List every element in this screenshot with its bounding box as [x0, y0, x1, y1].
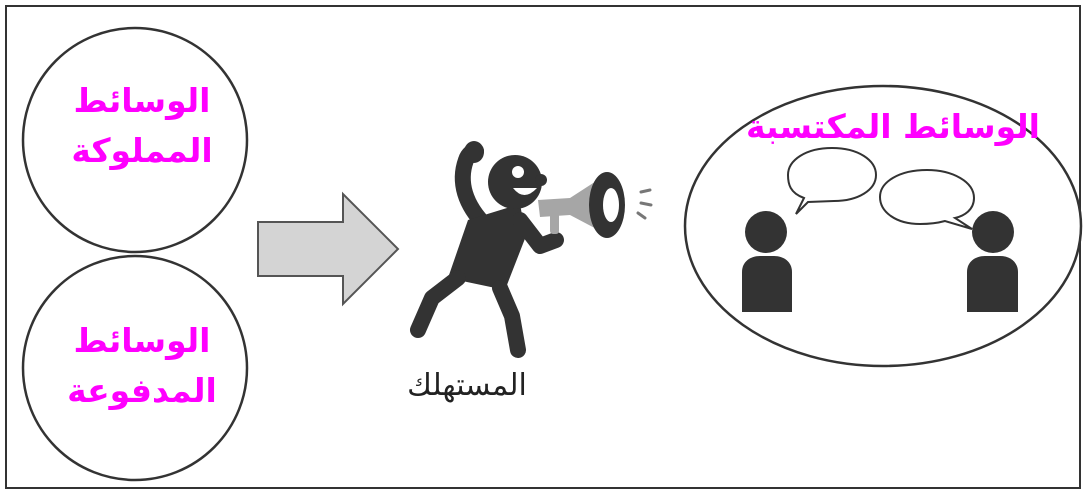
paid-media-label-line1: الوسائط [74, 321, 211, 361]
person-right-body [967, 256, 1018, 312]
owned-media-circle: الوسائط المملوكة [23, 28, 247, 252]
paid-media-circle: الوسائط المدفوعة [23, 256, 247, 480]
person-left-body [742, 256, 792, 312]
owned-media-label-line2: المملوكة [71, 131, 212, 171]
consumer-label: المستهلك [407, 368, 527, 403]
person-left-head [745, 211, 787, 253]
earned-media-label: الوسائط المكتسبة [746, 107, 1040, 147]
person-right-head [972, 211, 1014, 253]
paid-media-label-line2: المدفوعة [67, 371, 217, 411]
earned-media-ellipse: الوسائط المكتسبة [685, 86, 1081, 366]
owned-media-label-line1: الوسائط [74, 81, 211, 121]
paid-media-circle-outline [23, 256, 247, 480]
